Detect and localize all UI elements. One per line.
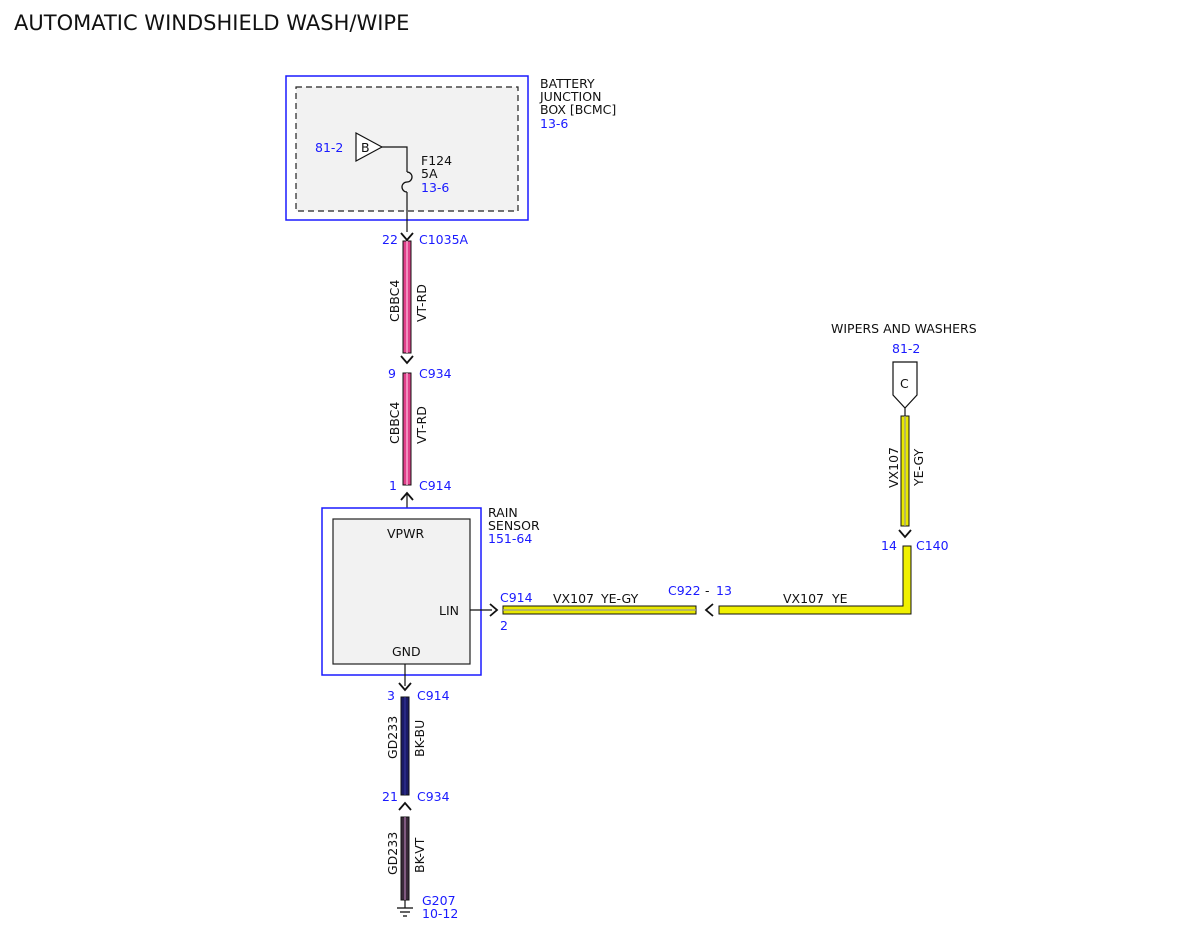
pin-number: 21	[382, 789, 398, 804]
wipers-letter: C	[900, 376, 909, 391]
pin-number: 22	[382, 232, 398, 247]
fuse-icon	[401, 171, 413, 193]
connector-arrow-icon	[489, 603, 499, 617]
ground-icon	[397, 907, 413, 917]
pin-number: 9	[388, 366, 396, 381]
pin-label-lin: LIN	[439, 603, 459, 618]
wire-color: YE	[831, 591, 848, 606]
connector-id: C934	[419, 366, 452, 381]
circuit-id: CBBC4	[387, 402, 402, 444]
battery-junction-box: BATTERY JUNCTION BOX [BCMC] 13-6 81-2 B …	[285, 75, 616, 232]
bjb-name-line3: BOX [BCMC]	[540, 102, 616, 117]
circuit-id: GD233	[385, 716, 400, 759]
connector-arrow-icon	[704, 603, 714, 617]
connector-arrow-icon	[398, 682, 412, 692]
wire-color: BK-VT	[412, 837, 427, 873]
fuse-rating: 5A	[421, 166, 438, 181]
bus-triangle-icon	[355, 131, 384, 163]
wire-vx107-lin: C914 2 VX107 YE-GY C922 - 13 VX107 YE	[470, 545, 912, 633]
pin-number: 2	[500, 618, 508, 633]
connector-arrow-icon	[398, 801, 412, 811]
rain-sensor-body	[332, 518, 471, 665]
connector-arrow-icon	[898, 529, 912, 539]
connector-id: C934	[417, 789, 450, 804]
diagram-title: AUTOMATIC WINDSHIELD WASH/WIPE	[14, 11, 409, 35]
circuit-id: VX107	[783, 591, 824, 606]
pin-number: 3	[387, 688, 395, 703]
ground-name: G207	[422, 893, 456, 908]
circuit-id: CBBC4	[387, 280, 402, 322]
circuit-id: GD233	[385, 832, 400, 875]
circuit-id: VX107	[886, 447, 901, 488]
pin-label-gnd: GND	[392, 644, 421, 659]
ground-ref: 10-12	[422, 906, 458, 921]
connector-id: C140	[916, 538, 949, 553]
fuse-name: F124	[421, 153, 452, 168]
fuse-ref: 13-6	[421, 180, 449, 195]
wire-cbbc4-lower: 9 C934 CBBC4 VT-RD 1 C914	[387, 366, 452, 519]
connector-arrow-icon	[400, 355, 414, 365]
wipers-connector-icon	[892, 361, 918, 409]
wire-cbbc4-upper: 22 C1035A CBBC4 VT-RD	[382, 232, 469, 365]
wipers-and-washers: WIPERS AND WASHERS 81-2 C VX107 YE-GY 14…	[831, 321, 977, 553]
connector-id: C914	[417, 688, 450, 703]
pin-number: 1	[389, 478, 397, 493]
connector-id: C914	[500, 590, 533, 605]
wire-color: YE-GY	[600, 591, 639, 606]
rain-sensor-ref: 151-64	[488, 531, 532, 546]
connector-id: C1035A	[419, 232, 469, 247]
wire-gd233-lower: 21 C934 GD233 BK-VT G207 10-12	[382, 789, 458, 921]
wire-gd233-upper: 3 C914 GD233 BK-BU	[385, 664, 450, 796]
connector-id: C914	[419, 478, 452, 493]
bus-ref: 81-2	[315, 140, 343, 155]
bjb-ref: 13-6	[540, 116, 568, 131]
wipers-ref: 81-2	[892, 341, 920, 356]
rain-sensor: VPWR LIN GND RAIN SENSOR 151-64	[321, 505, 540, 676]
wire-color: VT-RD	[414, 284, 429, 322]
wire-color: YE-GY	[911, 448, 926, 487]
wire-color: BK-BU	[412, 720, 427, 757]
bus-line	[382, 146, 408, 172]
wire-segment-ye	[718, 545, 912, 615]
rain-sensor-name-line1: RAIN	[488, 505, 518, 520]
circuit-id: VX107	[553, 591, 594, 606]
connector-id: C922	[668, 583, 701, 598]
connector-arrow-icon	[400, 491, 414, 501]
connector-separator: -	[705, 583, 710, 598]
wire-color: VT-RD	[414, 406, 429, 444]
pin-label-vpwr: VPWR	[387, 526, 424, 541]
pin-number: 13	[716, 583, 732, 598]
bjb-name-line2: JUNCTION	[539, 89, 601, 104]
bus-letter: B	[361, 140, 370, 155]
connector-arrow-icon	[400, 232, 414, 242]
pin-number: 14	[881, 538, 897, 553]
rain-sensor-name-line2: SENSOR	[488, 518, 540, 533]
bjb-name-line1: BATTERY	[540, 76, 595, 91]
wipers-name: WIPERS AND WASHERS	[831, 321, 977, 336]
